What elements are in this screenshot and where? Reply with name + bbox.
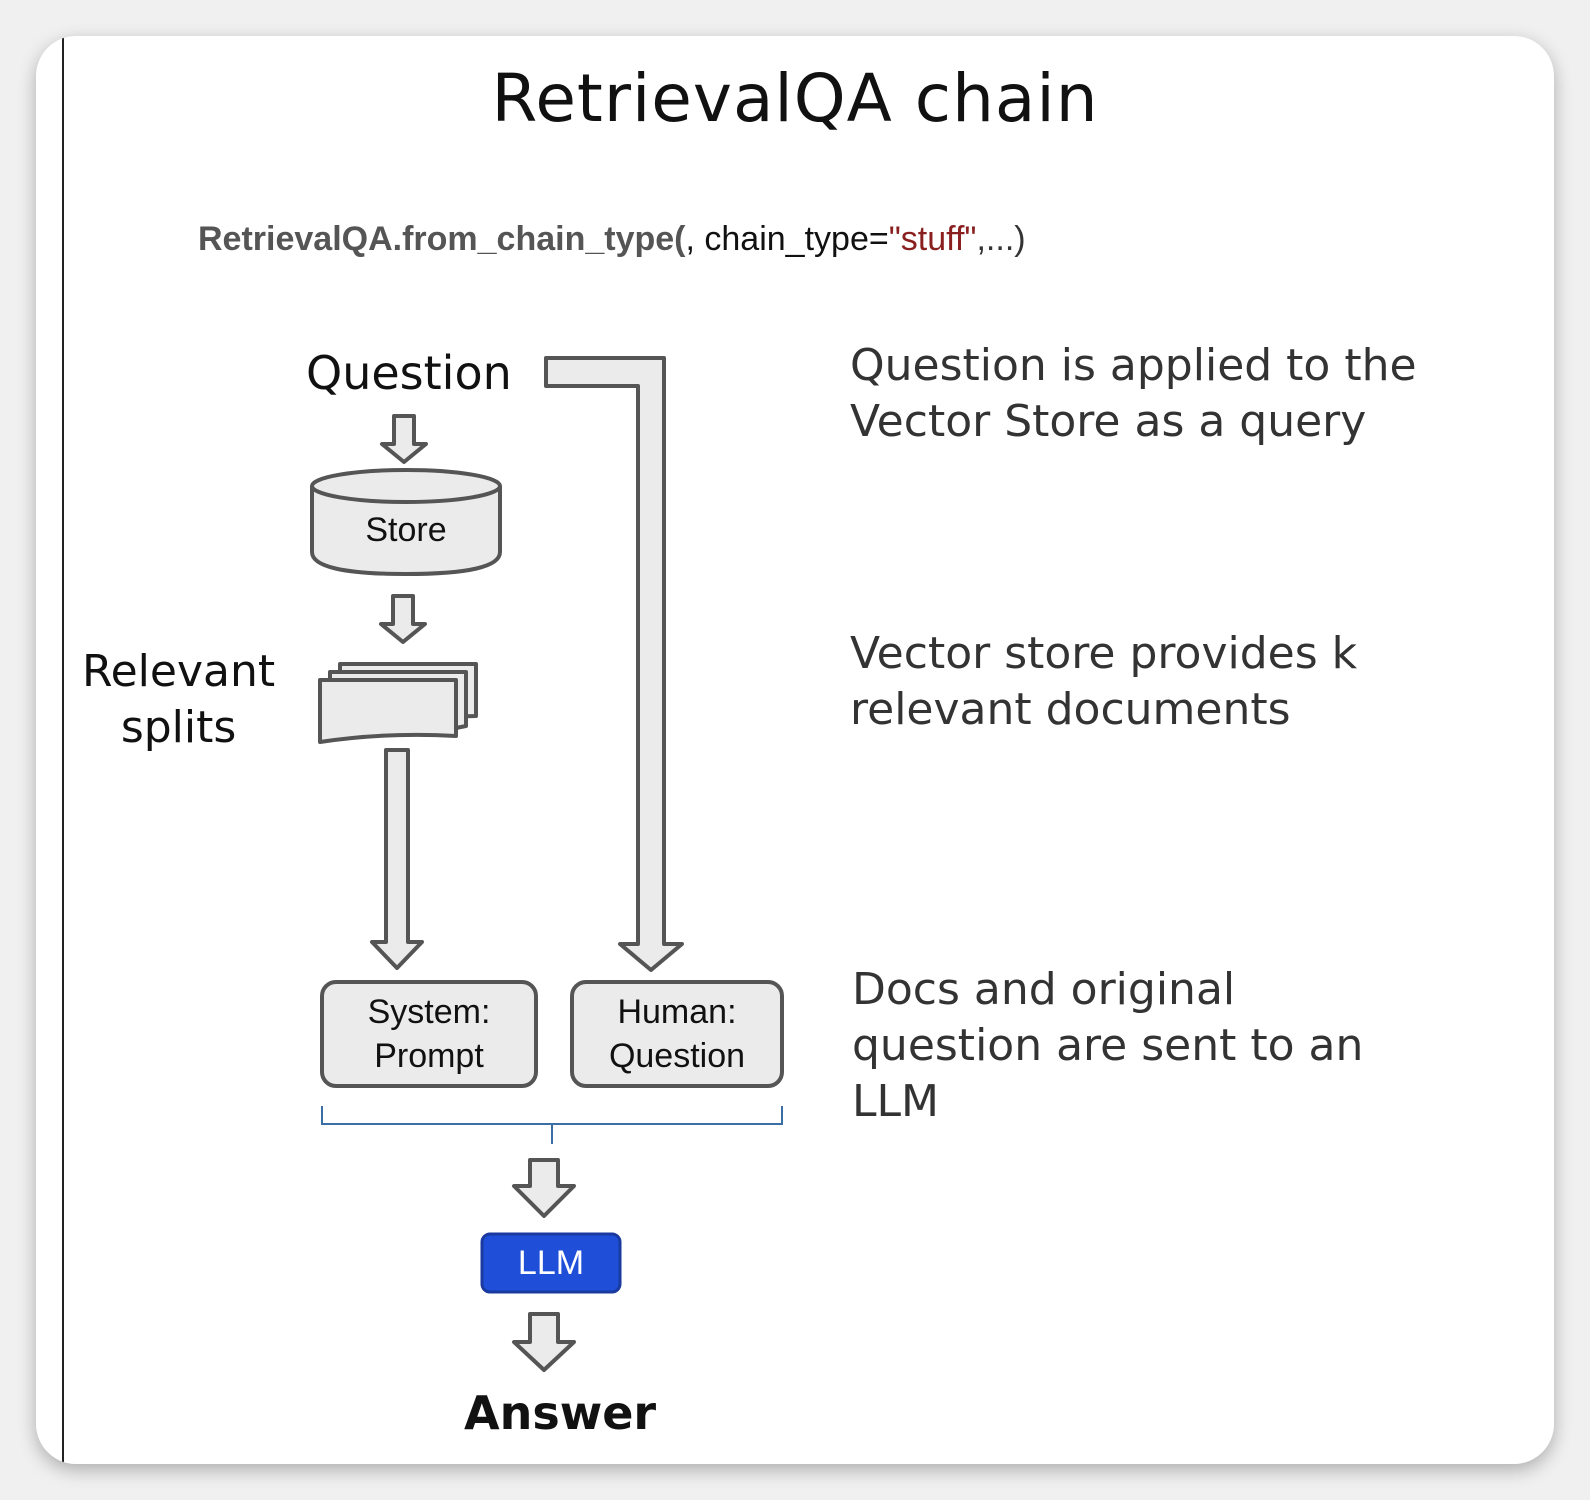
system-prompt-text: System: Prompt: [322, 990, 536, 1078]
relevant-splits-line1: Relevant: [82, 646, 276, 697]
code-argument: , chain_type=: [685, 220, 889, 258]
arrow-store-to-splits: [379, 594, 427, 644]
step3-line3: LLM: [852, 1076, 939, 1127]
code-string-value: "stuff": [888, 220, 977, 258]
human-line2: Question: [608, 1037, 746, 1075]
arrow-question-to-store: [380, 414, 428, 464]
step3-line2: question are sent to an: [852, 1020, 1364, 1071]
left-divider: [62, 36, 64, 1464]
arrow-question-to-human: [544, 356, 684, 972]
step3-line1: Docs and original: [852, 964, 1236, 1015]
step1-line2: Vector Store as a query: [850, 396, 1367, 447]
combine-bracket: [321, 1106, 783, 1144]
flow-diagram: LLM: [310, 356, 784, 1372]
arrow-to-llm: [512, 1158, 576, 1218]
system-line2: Prompt: [374, 1037, 484, 1075]
step2-line1: Vector store provides k: [850, 628, 1358, 679]
relevant-splits-label: Relevant splits: [82, 644, 275, 756]
question-label: Question: [306, 346, 512, 400]
store-cylinder-icon: [310, 468, 502, 576]
system-prompt-box: [320, 980, 538, 1088]
store-label: Store: [365, 511, 447, 549]
step3-description: Docs and original question are sent to a…: [852, 962, 1363, 1130]
human-question-text: Human: Question: [572, 990, 782, 1078]
code-snippet: RetrievalQA.from_chain_type(, chain_type…: [198, 220, 1026, 259]
slide-card: RetrievalQA chain RetrievalQA.from_chain…: [36, 36, 1554, 1464]
code-rest: ,...): [976, 220, 1026, 258]
human-question-box: [570, 980, 784, 1088]
step1-line1: Question is applied to the: [850, 340, 1417, 391]
relevant-splits-line2: splits: [120, 702, 237, 753]
documents-stack-icon: [318, 662, 478, 744]
slide-title: RetrievalQA chain: [491, 60, 1099, 137]
llm-label: LLM: [518, 1244, 584, 1282]
human-line1: Human:: [617, 993, 737, 1031]
arrow-splits-to-system: [370, 748, 424, 970]
arrow-to-answer: [512, 1312, 576, 1372]
step2-description: Vector store provides k relevant documen…: [850, 626, 1357, 738]
llm-box: [480, 1232, 622, 1294]
answer-label: Answer: [464, 1386, 657, 1440]
step1-description: Question is applied to the Vector Store …: [850, 338, 1417, 450]
code-function: RetrievalQA.from_chain_type(: [198, 220, 686, 258]
step2-line2: relevant documents: [850, 684, 1291, 735]
system-line1: System:: [367, 993, 491, 1031]
